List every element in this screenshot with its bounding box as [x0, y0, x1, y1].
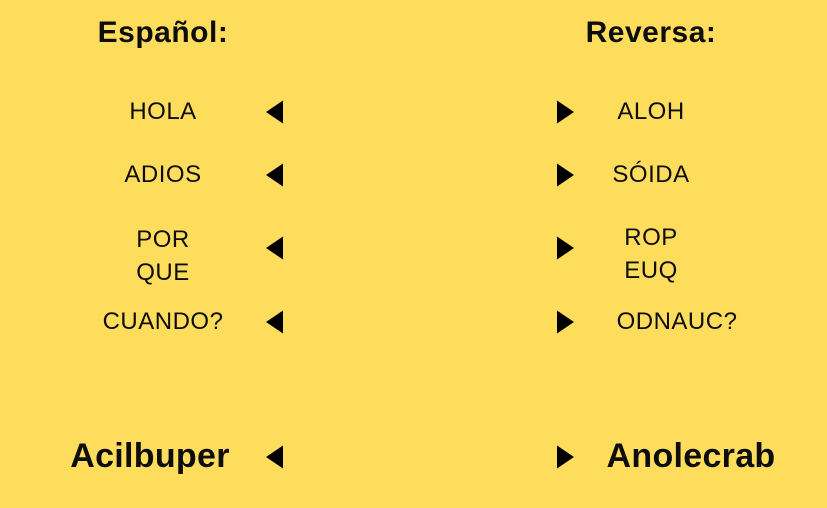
spanish-word-line: POR — [136, 226, 190, 253]
reversed-word: ROP EUQ — [488, 221, 814, 287]
reversed-word: SÓIDA — [612, 161, 690, 188]
reversed-word-line: ROP — [624, 224, 678, 251]
spanish-word: HOLA — [129, 98, 197, 125]
footer-word-left: Acilbuper — [70, 437, 230, 475]
column-header-reversa: Reversa: — [585, 16, 717, 49]
footer-word-right: Anolecrab — [606, 437, 776, 475]
spanish-word: POR QUE — [0, 223, 326, 289]
spanish-word: CUANDO? — [102, 308, 224, 335]
spanish-word: ADIOS — [124, 161, 202, 188]
reversed-word: ODNAUC? — [616, 308, 738, 335]
reversed-word-line: EUQ — [624, 257, 678, 284]
spanish-word-line: QUE — [136, 259, 190, 286]
column-header-espanol: Español: — [97, 16, 229, 49]
reversed-word: ALOH — [617, 98, 685, 125]
